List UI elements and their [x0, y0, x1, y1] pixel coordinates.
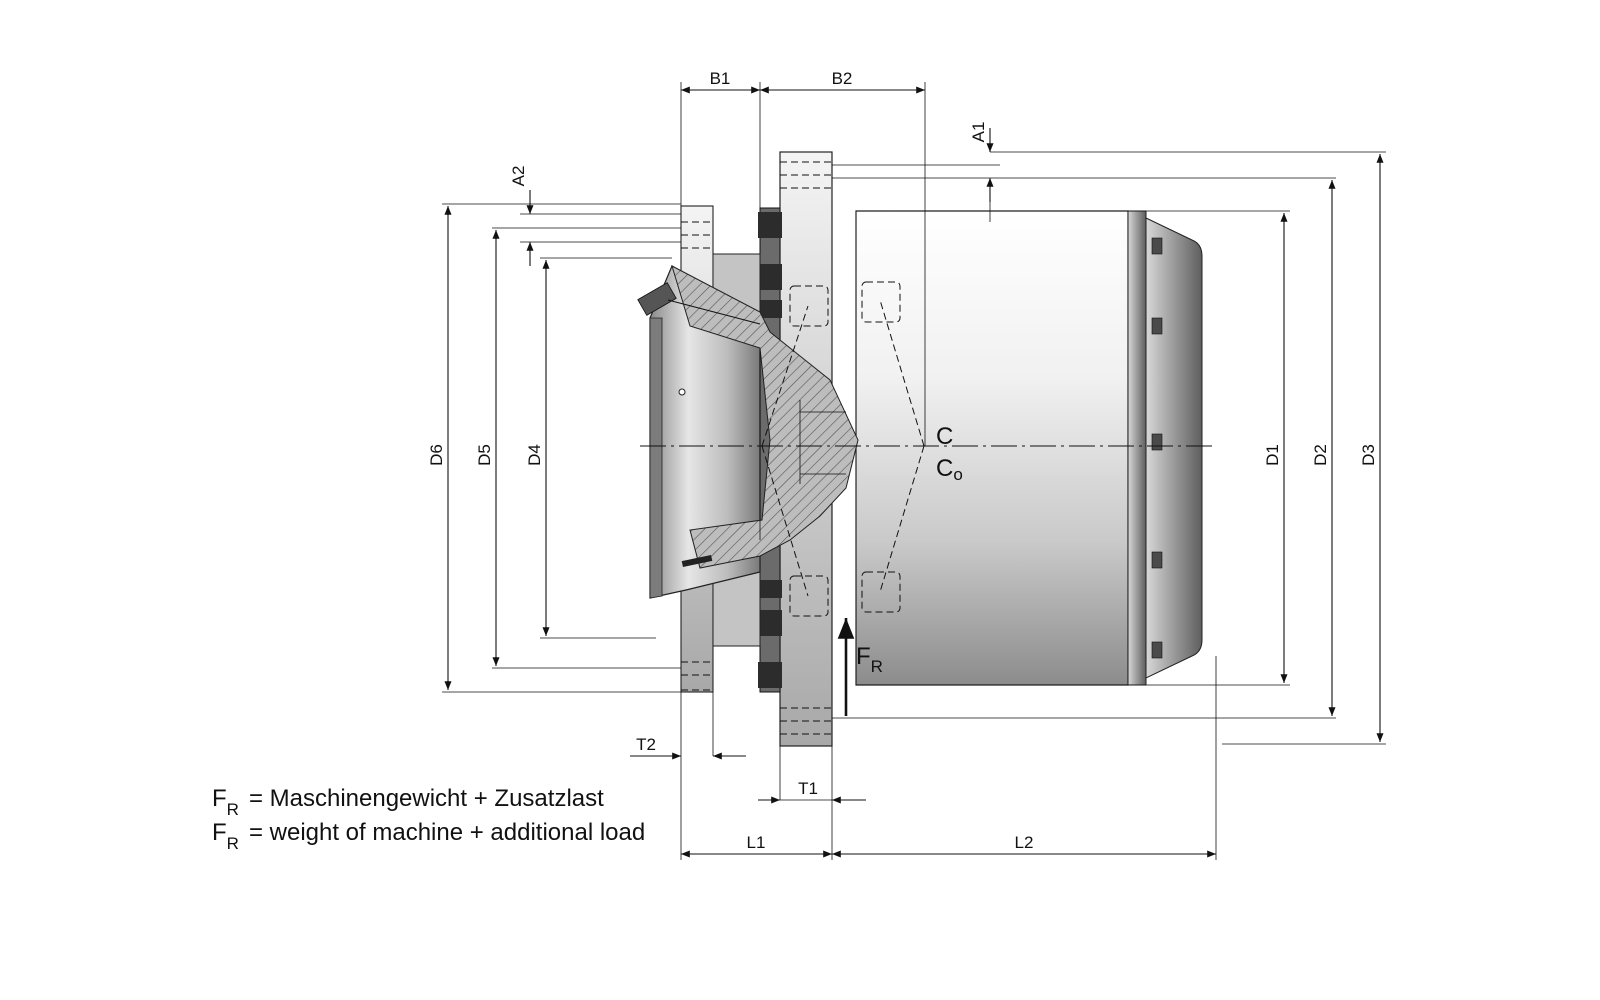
label-radial-force: FR: [856, 643, 883, 676]
label-d6: D6: [427, 444, 446, 466]
motor-flange-bolt-holes: [681, 221, 713, 676]
lubrication-nipple: [637, 282, 761, 325]
label-b1: B1: [710, 69, 731, 88]
label-a2: A2: [509, 166, 528, 187]
label-d3: D3: [1359, 444, 1378, 466]
dimension-lines: [444, 86, 1384, 858]
gearbox-body: [637, 151, 1212, 747]
drain-hole: [678, 388, 686, 396]
label-d1: D1: [1263, 444, 1282, 466]
label-d4: D4: [525, 444, 544, 466]
seal-ring: [681, 554, 713, 568]
label-l1: L1: [747, 833, 766, 852]
label-d5: D5: [475, 444, 494, 466]
bearing-load-lines: [761, 299, 925, 597]
legend: FR= Maschinengewicht + Zusatzlast FR= we…: [212, 785, 645, 853]
legend-line-german: FR= Maschinengewicht + Zusatzlast: [212, 785, 604, 819]
flange-bolt-heads: [758, 212, 782, 688]
label-b2: B2: [832, 69, 853, 88]
bell-rim: [649, 317, 663, 599]
label-l2: L2: [1015, 833, 1034, 852]
label-dynamic-load-c: C: [936, 423, 953, 450]
label-t1: T1: [798, 779, 818, 798]
label-d2: D2: [1311, 444, 1330, 466]
bearings: [789, 281, 901, 617]
drum-end-ring: [1127, 210, 1147, 686]
inner-bore: [759, 350, 846, 540]
legend-line-english: FR= weight of machine + additional load: [212, 819, 645, 853]
drum-housing: [855, 210, 1129, 686]
cross-section: [671, 265, 859, 569]
main-flange-bolt-holes: [780, 161, 832, 735]
label-t2: T2: [636, 735, 656, 754]
dimension-labels: B1 B2 A1 A2 D6 D5 D4 D1 D2 D3 T2 T1 L1 L…: [427, 69, 1378, 852]
end-cap-bolts: [1151, 237, 1163, 659]
label-static-load-c0: Co: [936, 455, 963, 484]
extension-lines: [442, 82, 1386, 860]
label-a1: A1: [969, 122, 988, 143]
